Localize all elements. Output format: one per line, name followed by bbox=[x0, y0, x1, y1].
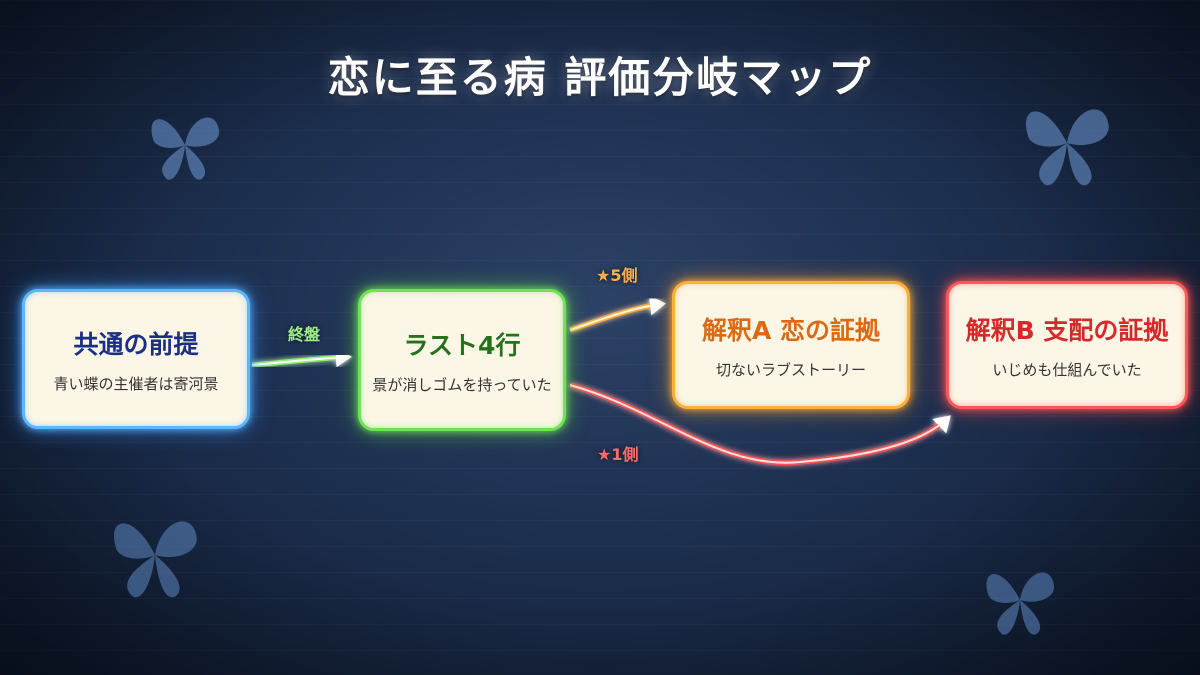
node-heading: ラスト4行 bbox=[403, 330, 521, 360]
node-subtext: 青い蝶の主催者は寄河景 bbox=[53, 374, 219, 393]
node-interpretation-b: 解釈B 支配の証拠 いじめも仕組んでいた bbox=[946, 281, 1188, 409]
node-subtext: 切ないラブストーリー bbox=[715, 360, 866, 379]
butterfly-icon bbox=[986, 572, 1055, 635]
butterfly-icon bbox=[1025, 109, 1109, 186]
node-last-four-lines: ラスト4行 景が消しゴムを持っていた bbox=[358, 289, 566, 431]
arrow-premise-to-last bbox=[251, 347, 352, 368]
arrow-last-to-a bbox=[569, 295, 666, 333]
page-title: 恋に至る病 評価分岐マップ bbox=[327, 53, 873, 102]
node-subtext: いじめも仕組んでいた bbox=[992, 360, 1142, 379]
edge-label-five-star-side: ★5側 bbox=[596, 266, 638, 285]
arrow-last-to-b bbox=[569, 382, 951, 466]
node-common-premise: 共通の前提 青い蝶の主催者は寄河景 bbox=[22, 289, 250, 429]
butterfly-icon bbox=[113, 521, 197, 598]
edge-label-late-stage: 終盤 bbox=[288, 325, 321, 344]
edge-label-one-star-side: ★1側 bbox=[597, 445, 639, 464]
butterfly-icon bbox=[151, 117, 220, 180]
node-subtext: 景が消しゴムを持っていた bbox=[372, 375, 552, 394]
node-heading: 共通の前提 bbox=[73, 329, 199, 359]
node-interpretation-a: 解釈A 恋の証拠 切ないラブストーリー bbox=[672, 281, 910, 409]
node-heading: 解釈A 恋の証拠 bbox=[701, 315, 881, 345]
node-heading: 解釈B 支配の証拠 bbox=[965, 315, 1169, 345]
